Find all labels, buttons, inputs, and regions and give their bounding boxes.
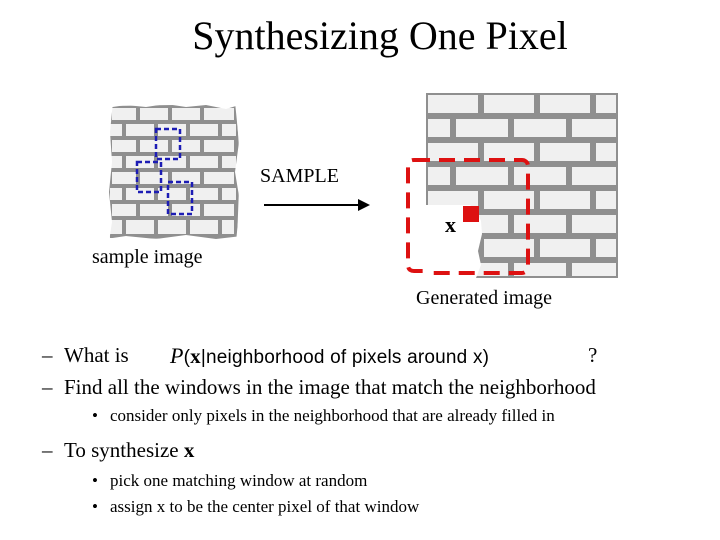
unfilled-region [426, 205, 482, 278]
bullet-what-is: –What is [42, 343, 129, 367]
bullet-find-windows-text: Find all the windows in the image that m… [64, 375, 596, 399]
sub-bullet-pick-text: pick one matching window at random [110, 471, 368, 490]
sub-bullet-consider: •consider only pixels in the neighborhoo… [92, 406, 555, 425]
formula-p: P [170, 343, 184, 368]
sample-image-caption: sample image [92, 246, 203, 268]
sample-window-left [135, 160, 163, 194]
sub-bullet-pick: •pick one matching window at random [92, 471, 368, 490]
formula-x: x [190, 344, 201, 368]
sample-arrow-label: SAMPLE [260, 165, 339, 187]
sample-window-top [154, 127, 182, 161]
formula: P(x|neighborhood of pixels around x) [170, 343, 489, 369]
bullet-find-windows: –Find all the windows in the image that … [42, 375, 596, 399]
sub-bullet-assign-text: assign x to be the center pixel of that … [110, 497, 420, 516]
formula-close: ) [482, 347, 490, 368]
sample-arrow [264, 199, 370, 211]
bullet-what-is-suffix: ? [588, 343, 598, 367]
sub-bullet-consider-text: consider only pixels in the neighborhood… [110, 406, 555, 425]
neighborhood-window [426, 158, 530, 275]
generated-brick-texture [426, 93, 618, 278]
sample-image [106, 102, 242, 242]
formula-x2: x [472, 347, 483, 368]
bullet-to-synthesize-x: x [183, 438, 195, 462]
neighborhood-window-left-edge [406, 158, 428, 273]
sample-window-right [166, 180, 194, 216]
formula-middle: |neighborhood of pixels around [200, 347, 473, 368]
generated-image [426, 93, 618, 278]
generated-image-caption: Generated image [416, 287, 553, 309]
target-pixel [463, 206, 479, 222]
bullet-to-synthesize: –To synthesize x [42, 438, 195, 462]
bullet-to-synthesize-prefix: To synthesize [64, 438, 179, 462]
pixel-label: x [445, 212, 456, 237]
sub-bullet-assign: •assign x to be the center pixel of that… [92, 497, 420, 516]
bullet-what-is-prefix: What is [64, 343, 129, 367]
slide-title: Synthesizing One Pixel [192, 13, 568, 58]
sample-brick-texture [106, 102, 242, 242]
formula-open: ( [183, 347, 191, 368]
